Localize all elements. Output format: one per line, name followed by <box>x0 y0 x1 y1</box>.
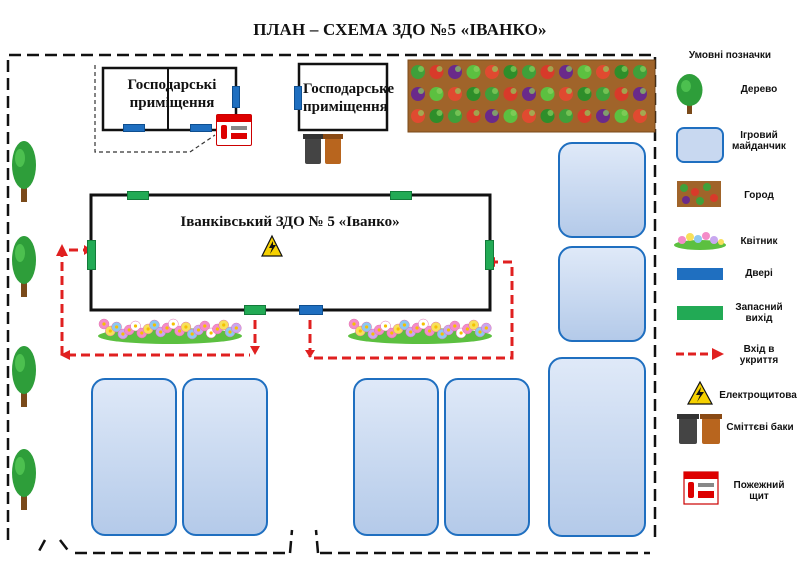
playground <box>353 378 439 536</box>
door-utility-left-3 <box>232 86 240 108</box>
playground <box>548 357 646 537</box>
legend: Умовні позначки <box>662 40 798 560</box>
tree-icon <box>12 449 36 510</box>
playground <box>91 378 177 536</box>
trash-bins-icon <box>677 414 722 444</box>
legend-icons <box>674 74 726 505</box>
emergency-exit-icon <box>677 306 723 320</box>
electrical-panel-icon <box>261 234 283 257</box>
door-utility-left-1 <box>123 124 145 132</box>
trash-bins-icon <box>303 134 343 164</box>
legend-label-flowerbed: Квітник <box>740 236 778 247</box>
site-fence <box>6 53 657 555</box>
tree-icon <box>676 74 703 114</box>
garden-icon <box>677 181 721 207</box>
door-icon <box>677 268 723 280</box>
emergency-exit-left <box>87 240 96 270</box>
legend-label-shelter: Вхід в укриття <box>739 344 779 366</box>
flowerbed-icon <box>674 232 726 250</box>
tree-icon <box>12 141 36 202</box>
tree-icon <box>12 346 36 407</box>
electrical-panel-icon <box>686 380 714 405</box>
legend-label-garden: Город <box>744 190 774 201</box>
fire-board-icon <box>683 471 719 505</box>
utility-building-right <box>297 62 389 132</box>
door-utility-left-2 <box>190 124 212 132</box>
main-building-label: Іванківський ЗДО № 5 «Іванко» <box>180 214 400 230</box>
utility-right-label: Господарське приміщення <box>303 81 395 115</box>
emergency-exit-right <box>485 240 494 270</box>
door-main <box>299 305 323 315</box>
playground <box>558 142 646 238</box>
fire-board-icon <box>216 114 252 146</box>
shelter-arrow-icon <box>676 348 724 360</box>
legend-label-electrical: Електрощитова <box>719 390 797 401</box>
tree-icon <box>12 236 36 297</box>
legend-label-playground: Ігровий майданчик <box>732 130 786 152</box>
playground <box>558 246 646 342</box>
legend-label-bins: Сміттєві баки <box>726 422 794 433</box>
emergency-exit-top-left <box>127 191 149 200</box>
main-building <box>89 193 492 312</box>
emergency-exit-top-right <box>390 191 412 200</box>
playground-icon <box>676 127 724 163</box>
shelter-routes <box>60 248 514 360</box>
legend-label-tree: Дерево <box>740 84 778 95</box>
legend-label-fire-board: Пожежний щит <box>733 480 785 502</box>
legend-title: Умовні позначки <box>688 50 772 61</box>
flowerbed-icon <box>98 318 242 344</box>
emergency-exit-bottom <box>244 305 266 315</box>
page-title: ПЛАН – СХЕМА ЗДО №5 «ІВАНКО» <box>253 20 547 39</box>
legend-label-door: Двері <box>745 268 773 279</box>
playground <box>444 378 530 536</box>
playground <box>182 378 268 536</box>
flowerbed-icon <box>348 318 492 344</box>
door-utility-right <box>294 86 302 110</box>
legend-label-exit: Запасний вихід <box>735 302 783 324</box>
utility-left-label: Господарські приміщення <box>127 77 217 111</box>
